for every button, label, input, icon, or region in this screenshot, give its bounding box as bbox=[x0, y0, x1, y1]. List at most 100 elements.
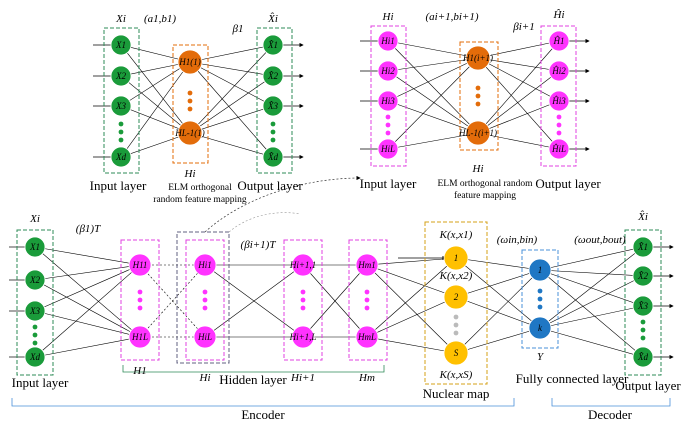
tl-weights-label: (a1,b1) bbox=[144, 13, 176, 25]
connection-line bbox=[539, 246, 644, 329]
bottom-input-ellipsis-dot bbox=[32, 324, 38, 330]
connection-line bbox=[189, 61, 274, 107]
bottom-hi-node-label: Hi1 bbox=[197, 260, 212, 270]
tr-output-layer: Output layer bbox=[535, 176, 601, 191]
connection-line bbox=[204, 264, 304, 338]
bottom-h1-ellipsis-dot bbox=[137, 297, 143, 303]
bottom-hi1-node-label: Hi+1,L bbox=[289, 332, 317, 342]
connection-line bbox=[387, 132, 479, 150]
connection-line bbox=[539, 269, 644, 307]
tl-input-node bbox=[110, 146, 132, 168]
tr-hidden-caption: Hi bbox=[472, 163, 484, 175]
bottom-caption-hm: Hm bbox=[358, 372, 375, 384]
tr-output-node bbox=[548, 138, 570, 160]
hi-to-top-right-link bbox=[204, 175, 361, 233]
tr-input-ellipsis-dot bbox=[385, 122, 391, 128]
tr-hidden-node bbox=[465, 120, 491, 146]
connection-line bbox=[455, 269, 541, 354]
tr-input-layer: Input layer bbox=[360, 176, 417, 191]
connection-line bbox=[120, 44, 191, 134]
bottom-hm-node-label: Hm1 bbox=[357, 260, 376, 270]
connection-line bbox=[477, 100, 560, 134]
bottom-h1-node-label: H1L bbox=[131, 332, 148, 342]
tl-input-ellipsis-dot bbox=[118, 121, 124, 127]
bottom-input-node bbox=[24, 300, 46, 322]
bottom-caption-input: Input layer bbox=[12, 375, 69, 390]
bottom-caption-y: Y bbox=[537, 351, 545, 363]
connection-line bbox=[34, 264, 141, 281]
connection-line bbox=[366, 336, 457, 354]
tr-output-node-label: Ĥi3 bbox=[551, 96, 566, 106]
tr-output-header: Ĥi bbox=[553, 9, 565, 21]
tl-output-header: X̂i bbox=[267, 12, 278, 25]
connection-line bbox=[34, 279, 141, 338]
bottom-caption-nuclear: Nuclear map bbox=[423, 386, 490, 401]
bottom-kernel-ellipsis-dot bbox=[453, 314, 459, 320]
connection-line bbox=[539, 305, 644, 329]
tl-input-header: Xi bbox=[115, 13, 126, 25]
connection-line bbox=[34, 246, 141, 266]
tl-input-node-label: X2 bbox=[115, 71, 126, 81]
tl-output-node bbox=[262, 65, 284, 87]
tr-output-ellipsis-dot bbox=[556, 114, 562, 120]
tl-hidden-node-label: H1(1) bbox=[178, 57, 201, 67]
bottom-hi-node bbox=[193, 253, 217, 277]
connection-line bbox=[477, 70, 560, 134]
tr-output-node bbox=[548, 60, 570, 82]
bottom-hm-box bbox=[348, 239, 388, 361]
bottom-nuclear-box bbox=[424, 221, 488, 385]
bottom-input-node bbox=[24, 346, 46, 368]
connection-line bbox=[477, 57, 560, 150]
encoder-label: Encoder bbox=[241, 407, 285, 422]
bottom-hi-node-label: HiL bbox=[197, 332, 212, 342]
tr-input-ellipsis-dot bbox=[385, 130, 391, 136]
bottom-hm-ellipsis-dot bbox=[364, 289, 370, 295]
tr-output-box bbox=[540, 25, 577, 167]
tl-output-ellipsis-dot bbox=[270, 137, 276, 143]
tr-input-node-label: Hi3 bbox=[380, 96, 395, 106]
tr-input-node-label: HiL bbox=[380, 144, 395, 154]
bottom-hi1-ellipsis-dot bbox=[300, 297, 306, 303]
bottom-kernel-label-1: K(x,x1) bbox=[439, 229, 473, 241]
tr-hidden-box bbox=[459, 41, 499, 151]
bottom-output-ellipsis-dot bbox=[640, 319, 646, 325]
tl-beta-label: β1 bbox=[232, 23, 244, 35]
tl-output-ellipsis-dot bbox=[270, 121, 276, 127]
bottom-hi-box bbox=[185, 239, 225, 361]
bottom-hi1-ellipsis-dot bbox=[300, 305, 306, 311]
bottom-hi-ellipsis-dot bbox=[202, 289, 208, 295]
connection-line bbox=[539, 275, 644, 329]
connection-line bbox=[387, 57, 479, 150]
tr-output-ellipsis-dot bbox=[556, 130, 562, 136]
tl-output-layer: Output layer bbox=[237, 178, 303, 193]
bottom-kernel-label-2: K(x,x2) bbox=[439, 270, 473, 282]
connection-line bbox=[387, 40, 479, 59]
bottom-caption-fc: Fully connected layer bbox=[516, 371, 629, 386]
bottom-kernel-node-label: S bbox=[454, 348, 459, 358]
tl-hidden-node bbox=[177, 49, 203, 75]
bottom-fc-node bbox=[528, 258, 552, 282]
connection-line bbox=[477, 57, 560, 102]
connection-line bbox=[477, 57, 560, 72]
tr-hidden-ellipsis-dot bbox=[475, 101, 481, 107]
bottom-input-ellipsis-dot bbox=[32, 340, 38, 346]
bottom-output-node bbox=[632, 265, 654, 287]
bottom-output-ellipsis-dot bbox=[640, 335, 646, 341]
bottom-output-header: X̂i bbox=[637, 210, 648, 223]
bottom-input-ellipsis-dot bbox=[32, 332, 38, 338]
bottom-input-header: Xi bbox=[29, 213, 40, 225]
decoder-label: Decoder bbox=[588, 407, 633, 422]
bottom-kernel-node bbox=[443, 284, 469, 310]
bottom-betai-label: (βi+1)T bbox=[241, 239, 277, 251]
bottom-fc-node-label: 1 bbox=[538, 265, 543, 275]
bottom-kernel-label-s: K(x,xS) bbox=[439, 369, 473, 381]
connection-line bbox=[34, 336, 141, 358]
tl-output-node-label: X̂d bbox=[267, 152, 278, 162]
tl-output-node-label: X̂1 bbox=[267, 40, 278, 50]
bottom-h1-node bbox=[128, 325, 152, 349]
connection-line bbox=[120, 75, 191, 134]
bottom-input-box bbox=[16, 229, 54, 376]
bottom-input-node-label: Xd bbox=[29, 352, 40, 362]
bottom-output-node bbox=[632, 346, 654, 368]
